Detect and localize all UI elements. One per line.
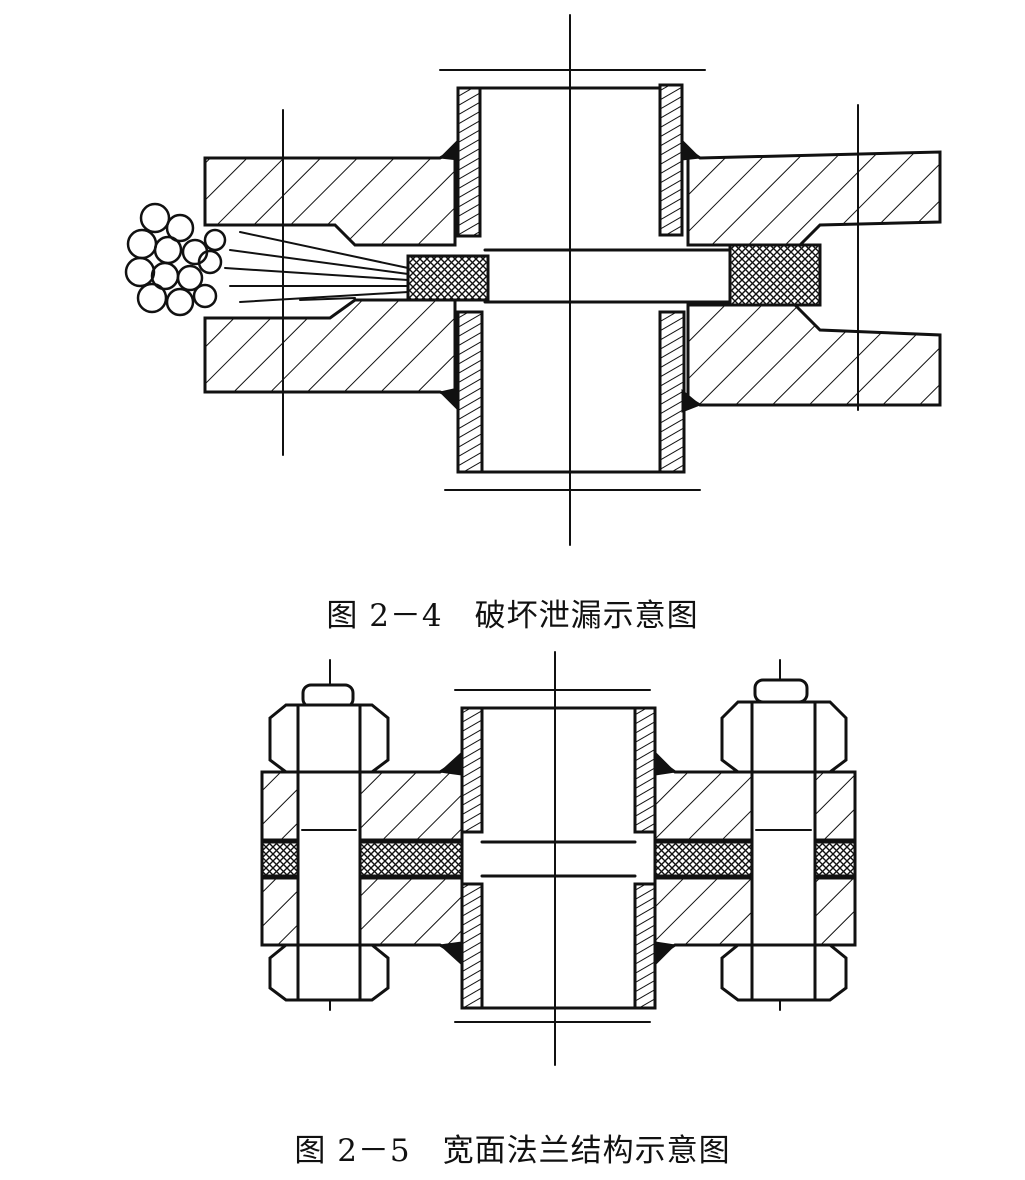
right-bolt-assembly <box>720 678 848 1002</box>
gasket-left <box>260 840 464 878</box>
nut-top <box>268 703 390 774</box>
nut-top <box>720 700 848 774</box>
lower-pipe-wall-right <box>658 310 686 474</box>
bolt-shank <box>296 770 362 947</box>
leak-jet-icon <box>224 231 409 303</box>
lower-pipe-wall-right <box>633 882 657 1010</box>
weld <box>438 138 459 161</box>
weld <box>439 387 459 412</box>
weld <box>654 941 677 967</box>
figure-caption: 图 2－5 宽面法兰结构示意图 <box>294 1133 731 1169</box>
left-upper-flange <box>203 147 457 247</box>
right-lower-flange <box>686 303 942 407</box>
lower-pipe-wall-left <box>460 882 484 1010</box>
lower-pipe-wall-left <box>456 310 484 474</box>
figure-caption: 图 2－4 破坏泄漏示意图 <box>326 598 699 634</box>
weld <box>681 138 702 161</box>
upper-pipe-wall-right <box>658 83 684 237</box>
figure-wide-face-flange <box>260 651 857 1066</box>
upper-pipe-wall-left <box>460 706 484 834</box>
weld <box>438 750 463 776</box>
weld <box>681 388 701 413</box>
gasket-left-blown-out <box>406 254 490 302</box>
nut-bottom <box>268 943 390 1002</box>
nut-bottom <box>720 943 848 1002</box>
leak-cloud-icon <box>124 202 227 317</box>
weld <box>438 941 463 967</box>
left-bolt-assembly <box>268 683 390 1002</box>
bolt-shank <box>750 770 817 947</box>
upper-pipe-wall-right <box>633 706 657 834</box>
right-upper-flange <box>686 147 942 247</box>
bolt-top-end <box>753 678 809 704</box>
gasket-right <box>728 243 822 307</box>
upper-pipe-wall-left <box>456 86 482 238</box>
left-lower-flange <box>203 298 457 401</box>
weld <box>654 750 677 776</box>
figure-flange-failure-leak <box>124 14 942 546</box>
